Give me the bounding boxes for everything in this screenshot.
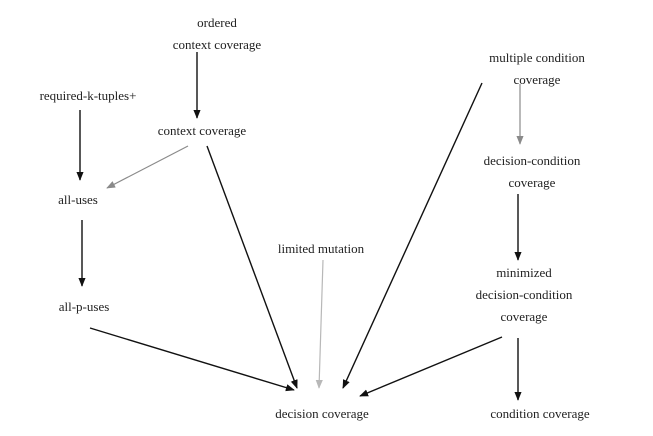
node-label-line: required-k-tuples+ [39, 88, 137, 103]
node-all-p-uses: all-p-uses [59, 296, 110, 318]
node-label-line: coverage [500, 309, 548, 324]
node-label-line: limited mutation [277, 241, 365, 256]
node-condition-coverage: condition coverage [490, 403, 589, 425]
node-context-coverage: context coverage [158, 120, 246, 142]
node-ordered-context-coverage: ordered context coverage [173, 12, 261, 56]
edge-context-coverage-to-decision-coverage [206, 145, 298, 389]
node-label-line: ordered [197, 15, 237, 30]
node-minimized-decision-condition-coverage: minimized decision-condition coverage [476, 262, 573, 328]
node-required-k-tuples: required-k-tuples+ [40, 85, 137, 107]
node-decision-condition-coverage: decision-condition coverage [484, 150, 581, 194]
node-label-line: decision-condition [475, 287, 573, 302]
node-label-line: all-p-uses [58, 299, 110, 314]
node-label-line: condition coverage [490, 406, 590, 421]
node-label-line: minimized [496, 265, 552, 280]
edge-minimized-decision-condition-coverage-to-decision-coverage [359, 336, 503, 397]
node-all-uses: all-uses [58, 189, 98, 211]
edge-all-p-uses-to-decision-coverage [89, 327, 295, 392]
node-label-line: context coverage [172, 37, 262, 52]
edge-context-coverage-to-all-uses [106, 145, 189, 189]
node-label-line: context coverage [157, 123, 247, 138]
edge-limited-mutation-to-decision-coverage [315, 259, 324, 389]
node-label-line: decision-condition [483, 153, 581, 168]
node-label-line: multiple condition [489, 50, 585, 65]
node-multiple-condition-coverage: multiple condition coverage [489, 47, 585, 91]
node-label-line: decision coverage [275, 406, 369, 421]
edge-multiple-condition-coverage-to-decision-coverage [342, 82, 483, 389]
node-decision-coverage: decision coverage [275, 403, 368, 425]
node-label-line: all-uses [58, 192, 98, 207]
node-label-line: coverage [508, 175, 556, 190]
node-limited-mutation: limited mutation [278, 238, 364, 260]
node-label-line: coverage [513, 72, 561, 87]
